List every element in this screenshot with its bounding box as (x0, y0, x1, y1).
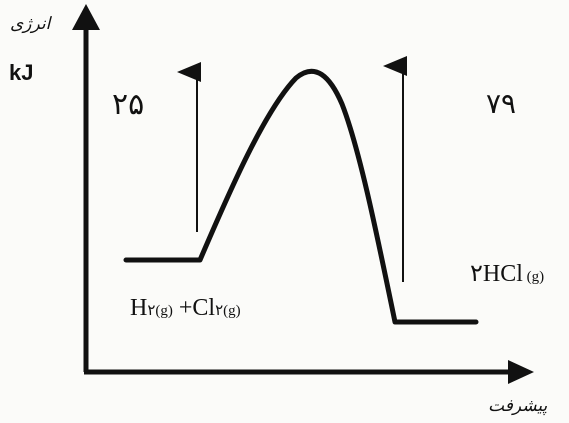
x-axis-title: پیشرفت (488, 396, 548, 416)
forward-activation-label: ۲۵ (112, 87, 145, 122)
energy-profile-curve (123, 68, 479, 325)
x-axis-arrowhead (508, 360, 534, 384)
reverse-activation-label: ۷۹ (486, 87, 517, 120)
reactant-plus-cl: +Cl (172, 295, 216, 321)
product-state-subscript: (g) (522, 269, 545, 285)
products-label: ۲HCl (g) (470, 262, 544, 286)
y-axis-unit: kJ (9, 60, 34, 85)
y-axis-arrowhead (72, 4, 100, 30)
reactant-cl2-subscript: ۲(g) (215, 303, 241, 319)
reactant-h2-subscript: ۲(g) (147, 303, 173, 319)
reactants-label: H۲(g) +Cl۲(g) (130, 296, 241, 320)
y-axis-title: انرژی (10, 14, 51, 34)
reactant-h-symbol: H (130, 295, 148, 321)
product-hcl: ۲HCl (470, 261, 523, 287)
